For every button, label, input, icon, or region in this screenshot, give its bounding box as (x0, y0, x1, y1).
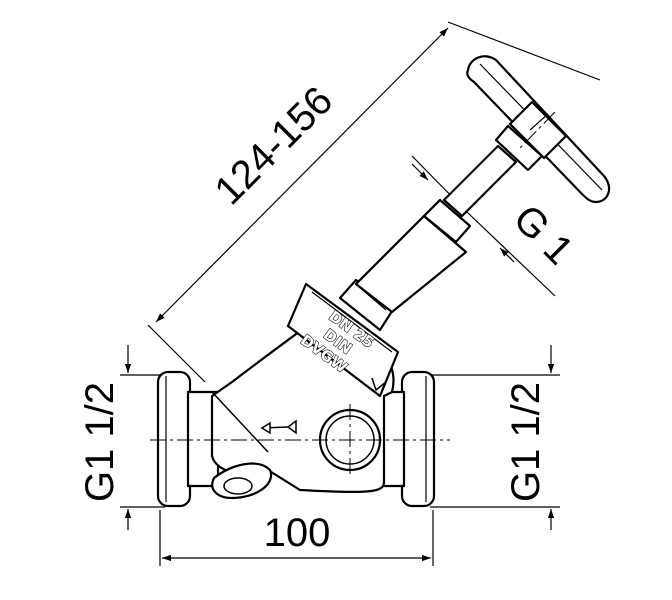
dimension-line (499, 247, 515, 263)
bonnet-edge (311, 291, 393, 353)
label-overall-length: 124-156 (206, 78, 341, 213)
seat-edge (211, 391, 269, 453)
extension-line (467, 212, 556, 297)
stem-assembly (338, 55, 611, 332)
arrow-tail (286, 419, 297, 435)
dimension-body-length (159, 510, 434, 566)
extension-line (447, 21, 601, 81)
label-outlet-thread: G1 1/2 (504, 382, 548, 502)
handwheel-hub (508, 100, 568, 160)
dimension-inlet-thread (120, 345, 165, 530)
stem (442, 144, 518, 218)
valve-body (156, 282, 436, 508)
stem-axis (519, 111, 556, 149)
extension-line (147, 324, 206, 383)
inlet-flange (156, 370, 192, 508)
bonnet-tube (354, 214, 468, 314)
label-stem-thread: G 1 (505, 196, 582, 273)
inlet-neck (186, 390, 220, 488)
flow-direction-arrow (260, 419, 297, 435)
casting-detail (371, 377, 387, 391)
dimension-overall-length (147, 21, 601, 383)
dimension-line (155, 27, 449, 323)
center-lines (150, 404, 450, 476)
drain-cap (223, 477, 253, 495)
label-body-length: 100 (264, 511, 331, 555)
dimension-outlet-thread (430, 345, 560, 530)
label-inlet-thread: G1 1/2 (78, 382, 122, 502)
bonnet-flange (286, 282, 400, 398)
hub-detail (529, 113, 549, 131)
arrow-head (260, 421, 271, 435)
packing-gland (422, 198, 472, 244)
dimension-line (411, 163, 429, 181)
outlet-flange (400, 370, 436, 508)
stem-axis-line (519, 111, 556, 149)
